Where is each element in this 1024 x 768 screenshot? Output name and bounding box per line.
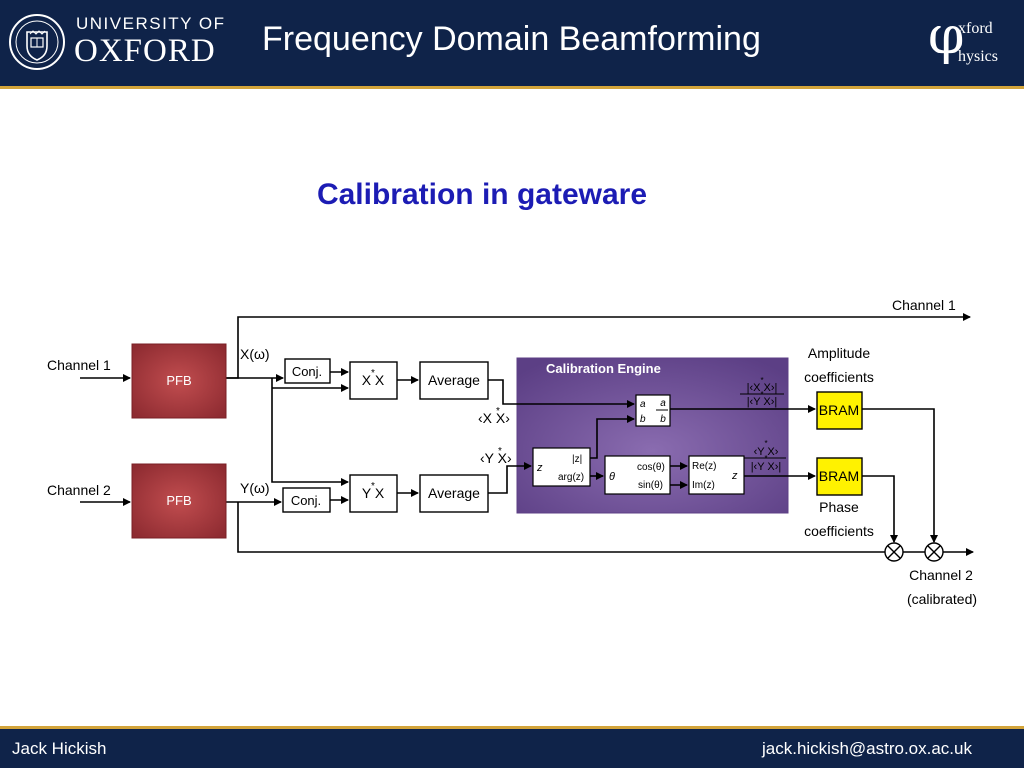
footer-divider — [0, 726, 1024, 729]
pfb-label-2: PFB — [166, 493, 191, 508]
bram-amplitude-block — [816, 391, 863, 430]
amplitude-label-line1: Amplitude — [808, 345, 870, 361]
channel1-output-label: Channel 1 — [892, 297, 956, 313]
physics-logo-line2: hysics — [958, 48, 998, 65]
trig-cos: cos(θ) — [637, 462, 665, 473]
phase-label-line2: coefficients — [804, 523, 874, 539]
bram-amplitude-label: BRAM — [819, 402, 859, 418]
trig-input-theta: θ — [609, 471, 615, 483]
conj-block-2 — [282, 487, 331, 513]
average-block-1 — [419, 361, 489, 400]
conj-block-1 — [284, 358, 331, 384]
physics-logo-line1: xford — [958, 20, 993, 37]
xx-label: X X — [362, 372, 385, 388]
polar-abs-z: |z| — [572, 454, 582, 465]
yx-average-label: ‹Y X› — [480, 450, 512, 466]
phase-formula-num: ‹Y X› — [754, 446, 779, 458]
channel1-input-label: Channel 1 — [47, 357, 111, 373]
channel2-output-label: Channel 2 — [909, 567, 973, 583]
divider-a: a — [640, 399, 646, 410]
header-divider — [0, 86, 1024, 89]
trig-block — [604, 455, 671, 495]
xx-block — [349, 361, 398, 400]
phase-formula-star1: * — [764, 439, 767, 448]
combine-im: Im(z) — [692, 480, 715, 491]
yx-star: * — [371, 481, 375, 492]
bram-phase-label: BRAM — [819, 468, 859, 484]
polar-arg-z: arg(z) — [558, 472, 584, 483]
pfb-block-2 — [131, 463, 227, 539]
amplitude-formula-den: |‹Y X›| — [747, 396, 778, 408]
amplitude-formula-num: |‹X X›| — [747, 382, 778, 394]
oxford-crest-icon — [9, 14, 65, 70]
header-bar — [0, 0, 1024, 86]
phase-formula-den: |‹Y X›| — [751, 461, 782, 473]
average-block-2 — [419, 474, 489, 513]
footer-bar — [0, 729, 1024, 768]
average-label-1: Average — [428, 372, 480, 388]
university-name: OXFORD — [74, 33, 216, 69]
page-title: Frequency Domain Beamforming — [262, 20, 761, 58]
y-omega-label: Y(ω) — [240, 480, 270, 496]
x-omega-label: X(ω) — [240, 346, 270, 362]
yx-average-star: * — [498, 446, 502, 457]
trig-sin: sin(θ) — [638, 480, 663, 491]
divider-den: b — [660, 414, 666, 425]
divider-num: a — [660, 398, 666, 409]
footer-email: jack.hickish@astro.ox.ac.uk — [761, 739, 972, 758]
pfb-label-1: PFB — [166, 373, 191, 388]
divider-b: b — [640, 414, 646, 425]
amplitude-label-line2: coefficients — [804, 369, 874, 385]
channel2-input-label: Channel 2 — [47, 482, 111, 498]
average-label-2: Average — [428, 485, 480, 501]
slide-subtitle: Calibration in gateware — [316, 178, 648, 211]
pfb-block-1 — [131, 343, 227, 419]
university-label: UNIVERSITY OF — [76, 14, 226, 33]
yx-block — [349, 474, 398, 513]
phase-label-line1: Phase — [819, 499, 859, 515]
polar-input-z: z — [536, 462, 543, 474]
xx-star: * — [371, 368, 375, 379]
combine-re: Re(z) — [692, 461, 716, 472]
multiplier-icon — [924, 542, 944, 562]
complex-combine-block — [688, 455, 745, 495]
polar-convert-block — [532, 447, 591, 487]
conj-label-1: Conj. — [292, 364, 322, 379]
conj-label-2: Conj. — [291, 493, 321, 508]
xx-average-star: * — [496, 406, 500, 417]
xx-average-label: ‹X X› — [478, 410, 510, 426]
multiplier-icon — [884, 542, 904, 562]
bram-phase-block — [816, 457, 863, 496]
amplitude-formula-star2: * — [760, 390, 763, 399]
footer-author: Jack Hickish — [12, 739, 107, 758]
yx-label: Y X — [362, 485, 385, 501]
amplitude-formula-star1: * — [760, 376, 763, 385]
channel2-output-sublabel: (calibrated) — [907, 591, 977, 607]
phase-formula-star2: * — [764, 454, 767, 463]
physics-logo-symbol: φ — [928, 6, 965, 66]
combine-output-z: z — [731, 470, 738, 482]
calibration-engine-title: Calibration Engine — [546, 361, 661, 376]
